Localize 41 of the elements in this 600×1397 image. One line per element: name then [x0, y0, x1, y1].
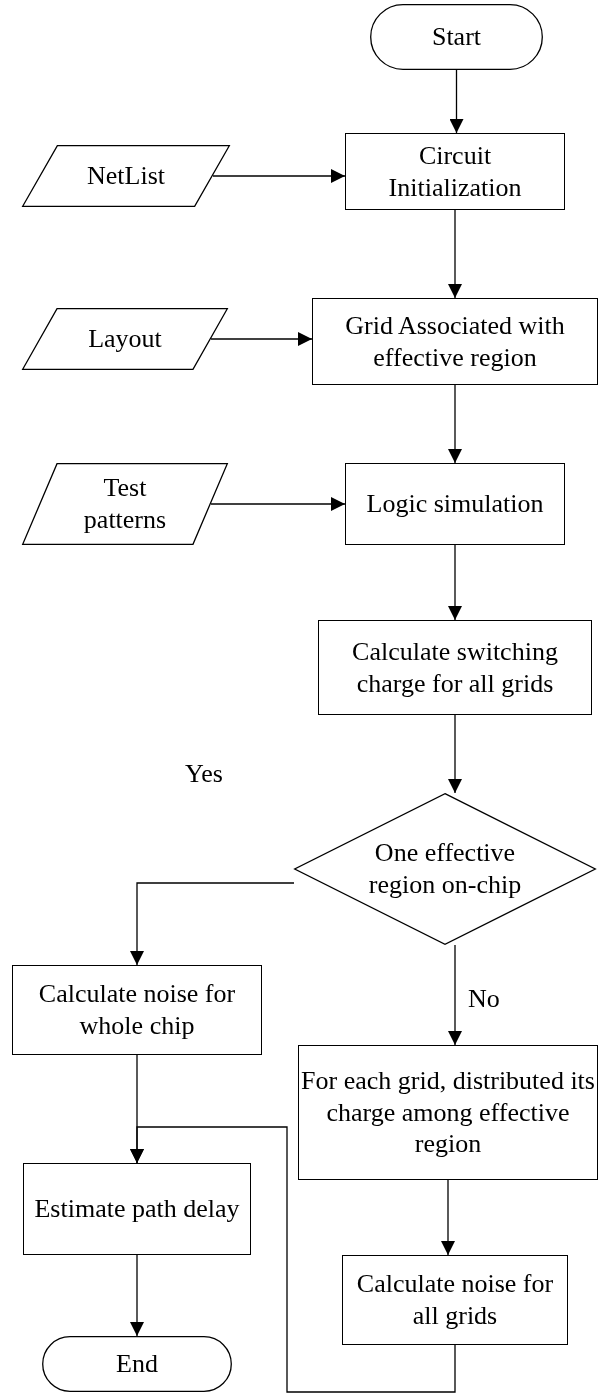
arrow [448, 944, 462, 1046]
process-box [345, 463, 565, 545]
node-label: NetList [87, 160, 165, 192]
node-label: One effective region on-chip [367, 837, 523, 901]
arrow [448, 384, 462, 464]
process-box [12, 965, 262, 1055]
arrow [448, 714, 462, 794]
arrow [130, 882, 295, 966]
node-label: For each grid, distributed its charge among effective region [301, 1064, 595, 1161]
node-label: Circuit Initialization [387, 139, 523, 204]
input-parallelogram [22, 308, 228, 370]
process-box [312, 298, 598, 385]
arrow [212, 169, 346, 183]
arrow [448, 544, 462, 621]
node-label: Logic simulation [366, 488, 544, 520]
arrow [449, 69, 464, 134]
input-parallelogram [22, 463, 228, 545]
decision-diamond [294, 793, 596, 945]
node-label: Start [431, 21, 482, 53]
terminal-shape [370, 4, 543, 70]
process-box [342, 1255, 568, 1345]
node-label: Calculate noise for all grids [355, 1268, 555, 1332]
node-label: Test patterns [82, 472, 168, 536]
node-label: Calculate switching charge for all grids [351, 635, 559, 700]
arrow [210, 497, 346, 511]
node-label: Estimate path delay [34, 1193, 240, 1225]
process-box [23, 1163, 251, 1255]
node-label: Layout [88, 323, 162, 355]
process-box [318, 620, 592, 715]
input-parallelogram [22, 145, 230, 207]
process-box [298, 1045, 598, 1180]
arrow [441, 1179, 455, 1256]
terminal-shape [42, 1336, 232, 1392]
arrow [130, 1126, 456, 1393]
node-label: End [116, 1348, 158, 1380]
node-label: Calculate noise for whole chip [37, 978, 237, 1042]
arrow [210, 332, 313, 346]
node-label: Grid Associated with effective region [344, 309, 566, 374]
process-box [345, 133, 565, 210]
arrow [448, 209, 462, 299]
arrow [130, 1254, 144, 1337]
